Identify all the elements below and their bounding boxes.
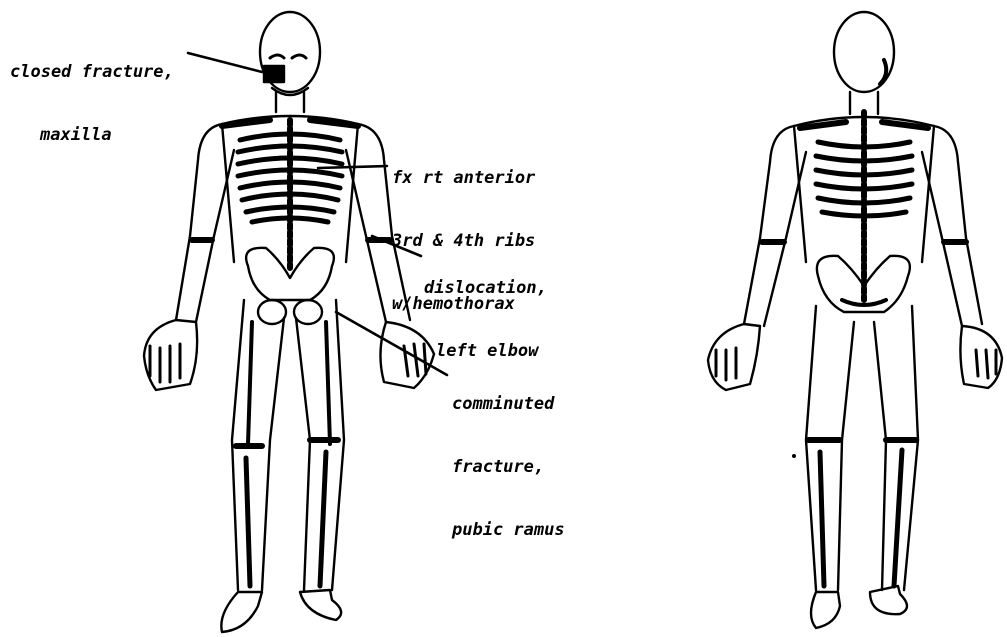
front-skull <box>260 12 320 95</box>
annotation-pubic-line3: pubic ramus <box>452 520 565 541</box>
annotation-pubic-line1: comminuted <box>452 394 565 415</box>
back-figure <box>708 12 1002 628</box>
annotation-maxilla: closed fracture, maxilla <box>10 20 174 188</box>
back-right-arm <box>708 126 806 390</box>
back-legs <box>806 306 918 628</box>
annotation-elbow-line1: dislocation, <box>424 278 547 299</box>
annotation-pubic-line2: fracture, <box>452 457 565 478</box>
annotation-ribs-line1: fx rt anterior <box>392 168 535 189</box>
annotation-maxilla-line1: closed fracture, <box>10 62 174 83</box>
back-left-arm <box>922 126 1002 388</box>
stray-mark <box>792 454 796 458</box>
annotation-maxilla-line2: maxilla <box>10 125 174 146</box>
annotation-pubic: comminuted fracture, pubic ramus <box>452 352 565 583</box>
front-legs <box>221 300 344 632</box>
